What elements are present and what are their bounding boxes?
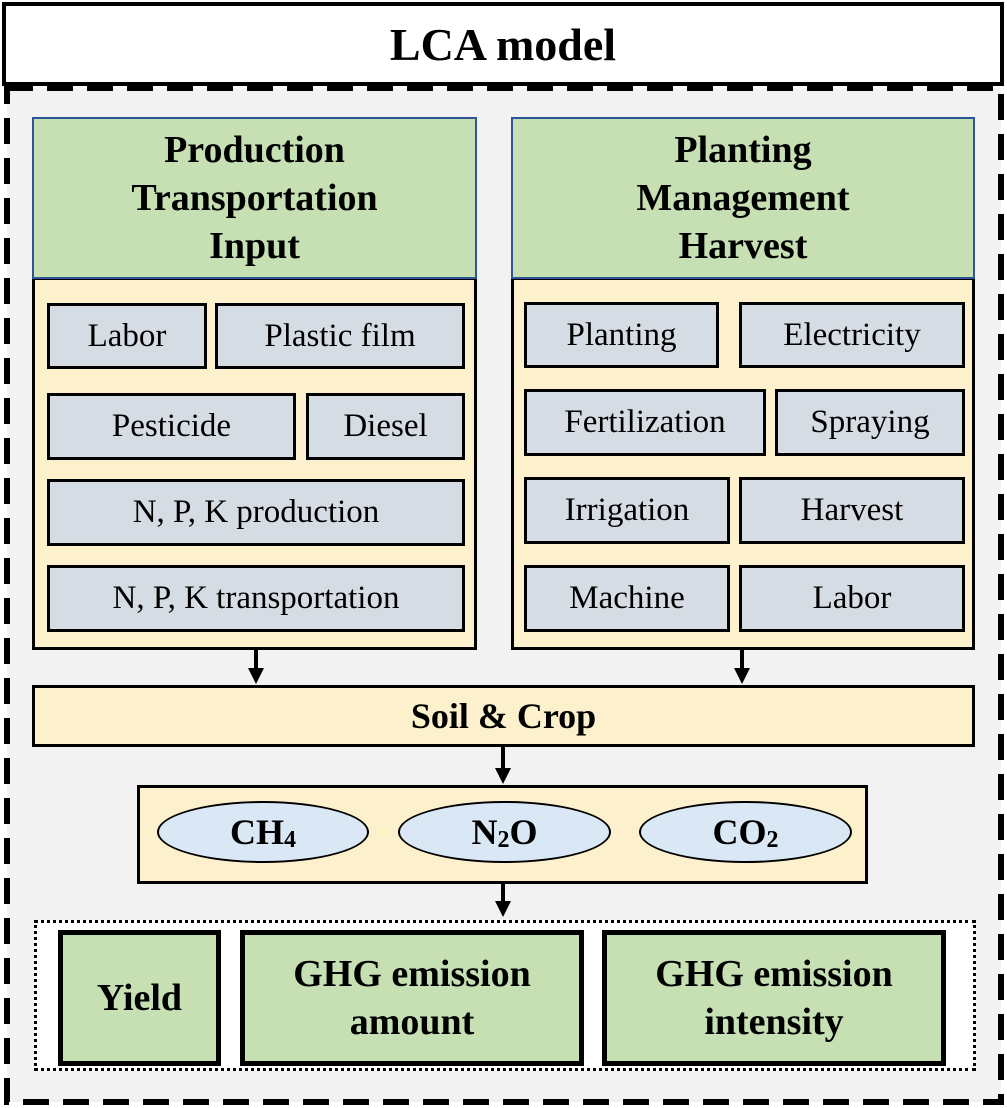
right-panel-header: Planting Management Harvest (511, 117, 975, 279)
item-fertilization: Fertilization (524, 389, 766, 456)
output-line: intensity (704, 1001, 844, 1043)
arrow-gases-to-outputs (495, 884, 511, 917)
item-harvest: Harvest (739, 477, 965, 544)
item-labor: Labor (47, 303, 207, 369)
diagram-title: LCA model (2, 2, 1004, 86)
header-line: Input (209, 225, 300, 267)
gas-subscript: 4 (284, 826, 296, 853)
gas-subscript: 2 (497, 826, 510, 853)
left-panel-header: Production Transportation Input (32, 117, 477, 279)
arrow-soil-to-gases (495, 747, 511, 784)
output-yield: Yield (58, 930, 221, 1066)
item-electricity: Electricity (739, 302, 965, 368)
soil-crop-box: Soil & Crop (32, 685, 975, 747)
output-line: GHG emission (655, 953, 893, 995)
item-npk-production: N, P, K production (47, 479, 465, 546)
output-line: GHG emission (293, 953, 531, 995)
item-plastic-film: Plastic film (215, 303, 465, 369)
item-spraying: Spraying (775, 389, 965, 456)
output-line: Yield (96, 977, 183, 1019)
gas-formula: CO (712, 812, 767, 852)
header-line: Planting (674, 129, 812, 171)
item-irrigation: Irrigation (524, 477, 730, 544)
item-diesel: Diesel (306, 393, 465, 460)
header-line: Management (636, 177, 850, 219)
item-pesticide: Pesticide (47, 393, 296, 460)
arrow-left-to-soil (248, 650, 264, 684)
output-ghg-amount: GHG emission amount (240, 930, 584, 1066)
item-planting: Planting (524, 302, 719, 368)
gas-formula-tail: O (509, 812, 538, 852)
header-line: Production (164, 129, 345, 171)
gas-formula: N (471, 812, 498, 852)
item-npk-transportation: N, P, K transportation (47, 565, 465, 632)
dashed-frame-border (4, 85, 1004, 1105)
item-labor-right: Labor (739, 565, 965, 632)
header-line: Harvest (678, 225, 808, 267)
item-machine: Machine (524, 565, 730, 632)
output-ghg-intensity: GHG emission intensity (602, 930, 946, 1066)
arrow-right-to-soil (734, 650, 750, 684)
gas-subscript: 2 (766, 826, 779, 853)
header-line: Transportation (131, 177, 378, 219)
output-line: amount (349, 1001, 475, 1043)
gas-formula: CH (230, 812, 284, 852)
